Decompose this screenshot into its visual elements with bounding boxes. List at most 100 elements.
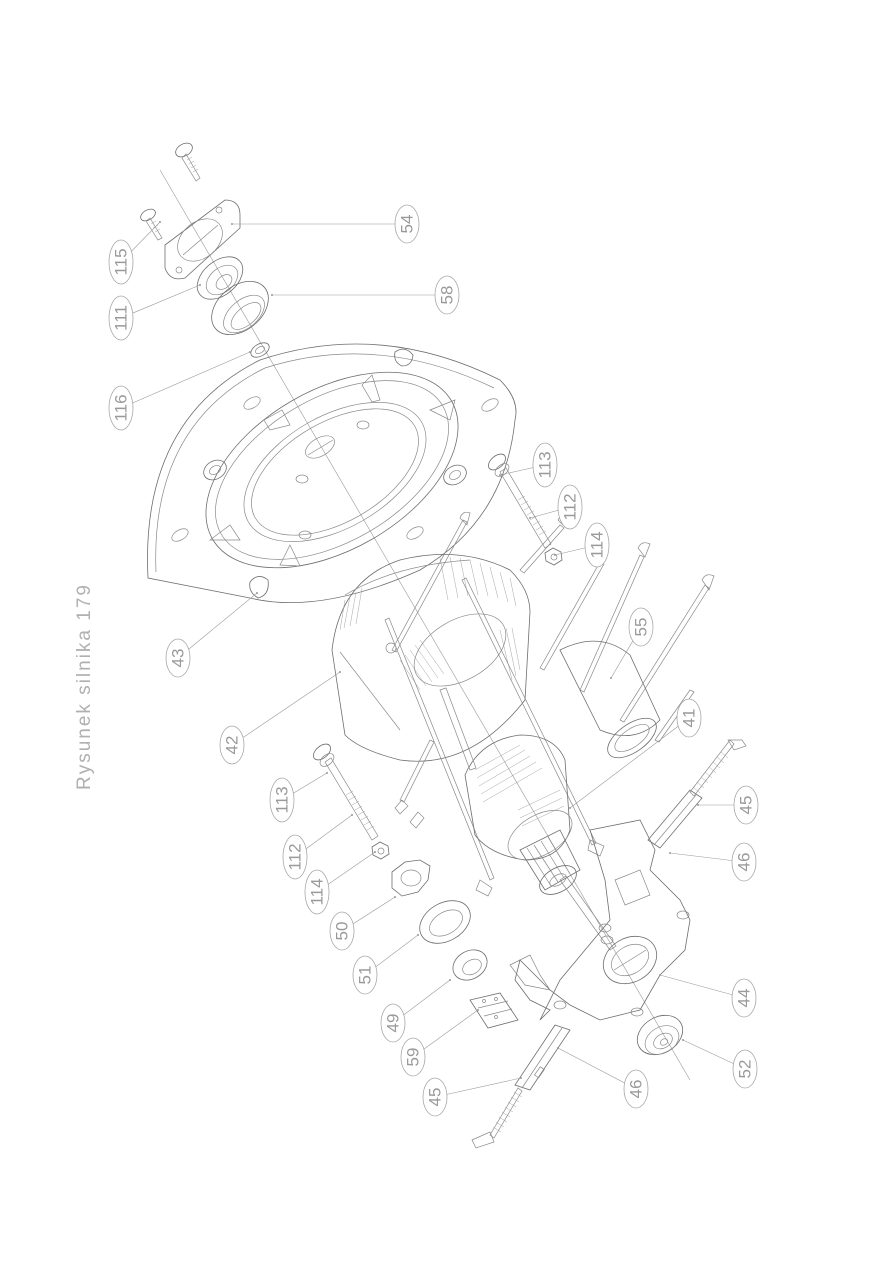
callout-label: 42	[223, 736, 242, 755]
callout-bubble	[108, 295, 134, 341]
callout-label: 111	[112, 305, 131, 331]
screw-115-top	[175, 142, 201, 182]
bearing-111	[196, 256, 244, 300]
nut-114-upper	[544, 547, 563, 566]
callout-113: 113	[269, 772, 328, 823]
callout-55: 55	[610, 607, 654, 679]
callout-111: 111	[108, 284, 201, 341]
callout-label: 112	[561, 493, 580, 520]
callout-label: 45	[737, 796, 756, 815]
callout-label: 43	[169, 649, 188, 668]
leader-line	[569, 717, 690, 809]
callout-bubble	[623, 1069, 649, 1109]
callout-label: 116	[112, 394, 131, 421]
callout-label: 113	[273, 786, 292, 813]
callout-label: 46	[735, 853, 754, 872]
callout-label: 114	[588, 531, 607, 558]
clip-50	[391, 859, 431, 897]
callout-bubble	[676, 698, 702, 738]
terminal-block-59	[469, 992, 519, 1029]
nut-114-lower	[371, 841, 390, 860]
callout-49: 49	[380, 979, 451, 1043]
drawing-title: Rysunek silnika 179	[74, 583, 95, 790]
callout-bubble	[731, 842, 757, 882]
stator-42	[331, 553, 531, 762]
drawing-title-text: Rysunek silnika 179	[74, 583, 95, 790]
stator-winding-hatch	[339, 556, 521, 691]
callout-bubble	[434, 275, 460, 315]
callout-bubble	[732, 1049, 758, 1089]
leader-line	[557, 1047, 637, 1090]
tie-rods	[384, 577, 605, 897]
callout-45: 45	[697, 785, 759, 825]
callout-bubble	[165, 638, 191, 678]
callout-bubble	[400, 1037, 426, 1077]
callout-label: 46	[627, 1080, 646, 1099]
brush-holder-46-upper	[647, 789, 703, 849]
callout-112: 112	[529, 484, 583, 530]
callout-label: 114	[308, 878, 327, 905]
callout-label: 58	[438, 286, 457, 305]
callout-bubble	[269, 777, 295, 823]
callout-label: 113	[536, 451, 555, 478]
callout-54: 54	[231, 204, 420, 244]
callout-bubble	[532, 442, 558, 488]
spring-45-upper	[689, 739, 747, 797]
callout-bubble	[329, 911, 355, 951]
callout-52: 52	[682, 1039, 758, 1089]
callout-41: 41	[569, 698, 702, 809]
callout-label: 55	[632, 618, 651, 637]
callout-112: 112	[282, 814, 353, 880]
callout-label: 52	[736, 1060, 755, 1079]
callout-bubble	[352, 955, 378, 995]
callout-bubble	[108, 239, 134, 285]
armature-41	[439, 687, 617, 951]
callout-label: 50	[333, 922, 352, 941]
callout-115: 115	[108, 221, 161, 285]
callout-bubble	[394, 204, 420, 244]
leader-line	[177, 592, 258, 659]
callout-label: 112	[286, 843, 305, 870]
callout-bubble	[380, 1003, 406, 1043]
washer-116	[250, 342, 270, 358]
callout-114: 114	[304, 851, 376, 915]
brush-holder-46-lower	[514, 1024, 571, 1091]
callout-116: 116	[108, 351, 251, 431]
callout-59: 59	[400, 1009, 479, 1077]
capacitor-55	[559, 640, 661, 759]
housing-end-shield	[147, 343, 517, 604]
leader-line	[120, 351, 251, 409]
callout-46: 46	[669, 842, 757, 882]
bushing-58	[211, 281, 269, 335]
bearing-52	[636, 1014, 684, 1056]
bracket-44	[509, 819, 691, 1021]
bushing-49	[452, 949, 488, 981]
callout-label: 54	[398, 215, 417, 234]
spring-45-lower	[471, 1087, 523, 1149]
callout-bubble	[628, 607, 654, 647]
leader-line	[434, 1077, 522, 1098]
bearing-cover-54	[164, 199, 241, 280]
callout-label: 51	[356, 966, 375, 985]
leader-line	[659, 974, 745, 999]
callout-bubble	[733, 785, 759, 825]
callout-label: 49	[384, 1014, 403, 1033]
callout-42: 42	[219, 671, 341, 765]
callout-44: 44	[659, 974, 757, 1018]
leader-line	[120, 284, 201, 319]
callout-50: 50	[329, 896, 396, 951]
callout-label: 115	[112, 248, 131, 275]
callout-bubble	[282, 834, 308, 880]
callout-bubble	[731, 978, 757, 1018]
callout-bubble	[219, 725, 245, 765]
callout-46: 46	[557, 1047, 649, 1109]
screw-115-bottom	[140, 208, 163, 241]
callout-bubble	[108, 385, 134, 431]
bolt-113-112-lower	[313, 743, 379, 841]
callout-label: 45	[426, 1088, 445, 1107]
callout-bubble	[304, 869, 330, 915]
assembly-axis	[159, 169, 691, 1081]
callout-45: 45	[422, 1077, 522, 1117]
callout-label: 44	[735, 989, 754, 1008]
